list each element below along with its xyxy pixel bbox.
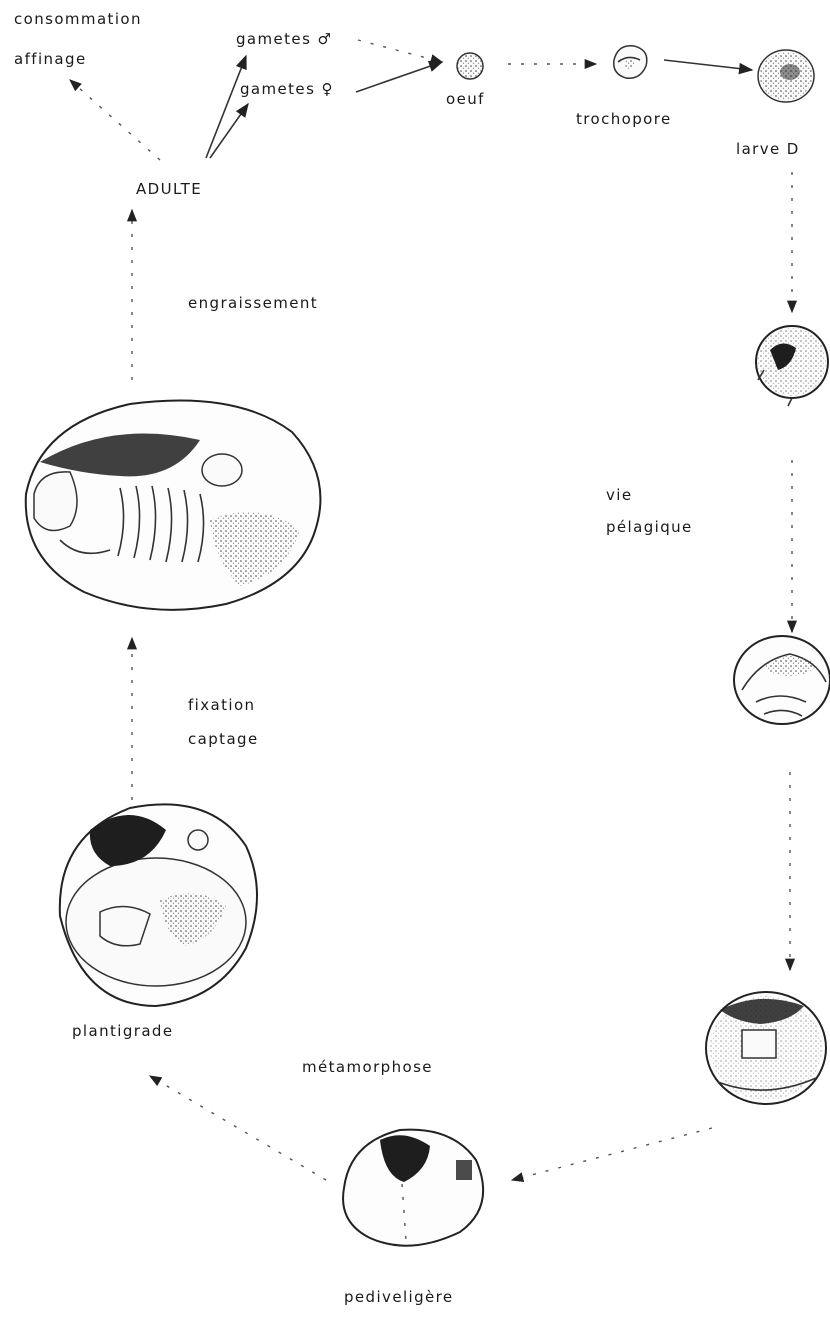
veliger-larva-2-illustration bbox=[734, 636, 830, 724]
label-adulte: ADULTE bbox=[136, 180, 202, 198]
oeuf-illustration bbox=[457, 53, 483, 79]
adult-oyster-illustration bbox=[26, 401, 321, 610]
arrow-gametes-male-to-oeuf bbox=[358, 40, 442, 62]
eyed-larva-illustration bbox=[706, 992, 826, 1104]
label-pelagique: pélagique bbox=[606, 518, 693, 536]
trochopore-illustration bbox=[614, 46, 647, 78]
label-affinage: affinage bbox=[14, 50, 87, 68]
arrow-to-gametes-male bbox=[206, 56, 246, 158]
plantigrade-illustration bbox=[60, 804, 257, 1006]
veliger-larva-1-illustration bbox=[756, 326, 828, 406]
label-consommation: consommation bbox=[14, 10, 142, 28]
label-captage: captage bbox=[188, 730, 259, 748]
label-engraissement: engraissement bbox=[188, 294, 318, 312]
label-pediveligere: pediveligère bbox=[344, 1288, 454, 1306]
label-gametes-male: gametes ♂ bbox=[236, 30, 332, 48]
label-fixation: fixation bbox=[188, 696, 255, 714]
arrow-trochopore-to-larve-d bbox=[664, 60, 752, 70]
label-gametes-female: gametes ♀ bbox=[240, 80, 334, 98]
label-trochopore: trochopore bbox=[576, 110, 672, 128]
label-larve-d: larve D bbox=[736, 140, 800, 158]
arrow-gametes-female-to-oeuf bbox=[356, 62, 442, 92]
arrow-to-affinage bbox=[70, 80, 160, 160]
arrow-to-gametes-female bbox=[210, 104, 248, 158]
larve-d-illustration bbox=[758, 50, 814, 102]
label-metamorphose: métamorphose bbox=[302, 1058, 433, 1076]
pediveligere-illustration bbox=[343, 1130, 483, 1246]
arrow-to-plantigrade bbox=[150, 1076, 326, 1180]
label-vie: vie bbox=[606, 486, 632, 504]
arrow-to-pediveligere bbox=[512, 1128, 712, 1180]
label-plantigrade: plantigrade bbox=[72, 1022, 173, 1040]
label-oeuf: oeuf bbox=[446, 90, 485, 108]
